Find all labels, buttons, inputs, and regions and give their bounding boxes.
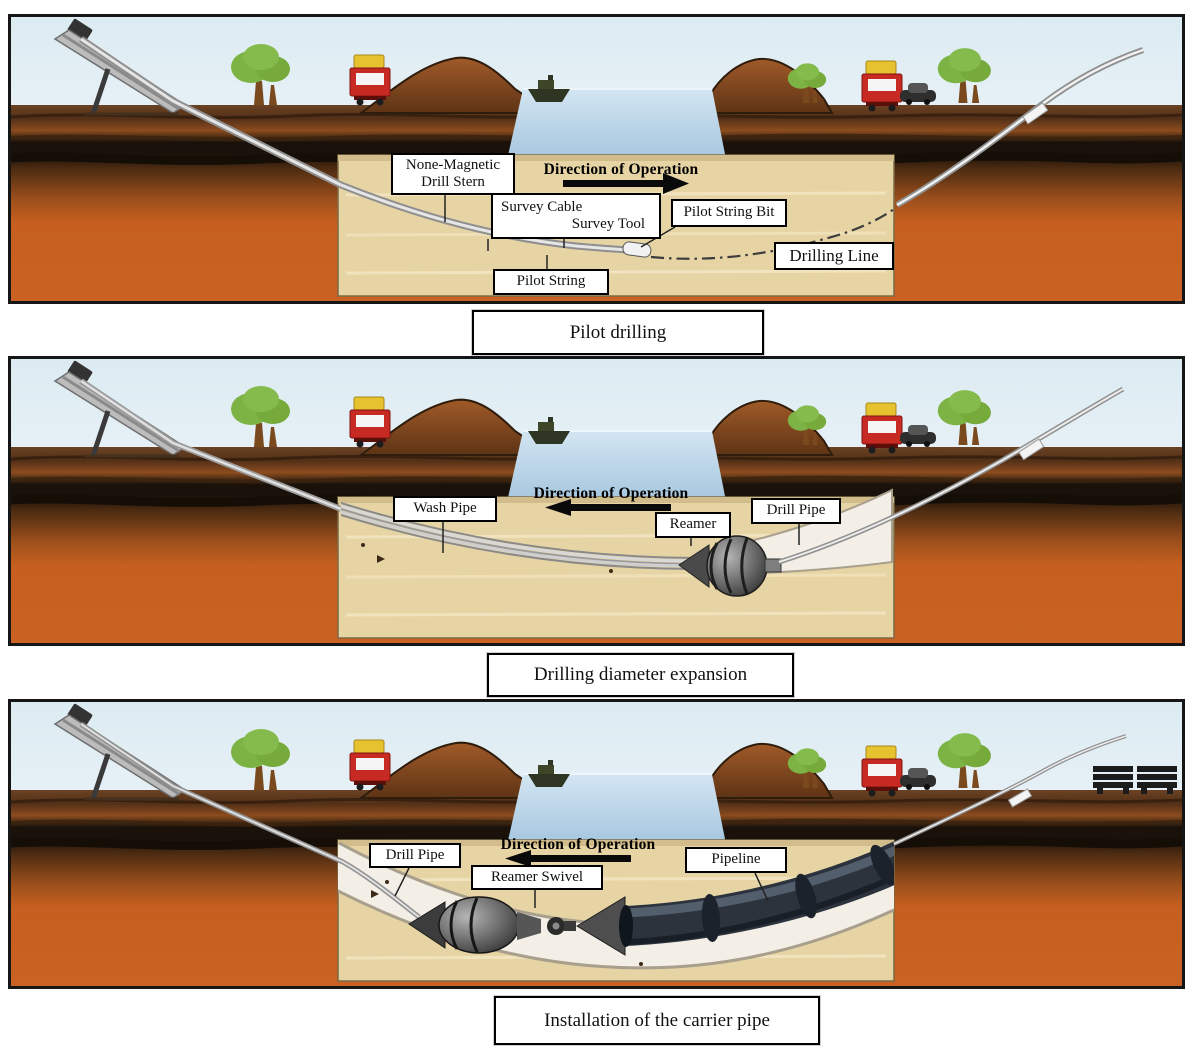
label-line: None-Magnetic [405, 156, 501, 173]
drill-string-surface [79, 378, 343, 512]
leader-lines [442, 522, 800, 553]
label-drilling-line: Drilling Line [774, 242, 894, 270]
river [505, 89, 728, 169]
label-drill-pipe: Drill Pipe [751, 498, 841, 524]
label-reamer-swivel: Reamer Swivel [471, 865, 603, 890]
truck [349, 54, 391, 106]
river [505, 431, 728, 511]
exit-drill-line [895, 47, 1144, 208]
panel-pilot-drilling: None-Magnetic Drill Stern Direction of O… [8, 14, 1185, 304]
caption-diameter-expansion: Drilling diameter expansion [487, 653, 794, 697]
label-reamer: Reamer [655, 512, 731, 538]
drill-pipe-line [893, 734, 1127, 846]
wash-pipe [340, 502, 700, 570]
label-line: Drill Stern [421, 174, 485, 190]
direction-of-operation-label: Direction of Operation [533, 485, 689, 502]
river-bank-right [709, 399, 834, 456]
reamer [678, 535, 782, 597]
reamer-swivel-assembly [408, 896, 626, 956]
cuttings-debris [371, 880, 643, 966]
drill-pipe-line [778, 386, 1125, 565]
truck [349, 739, 391, 791]
label-drill-pipe: Drill Pipe [369, 843, 461, 868]
label-line: Survey Tool [571, 216, 645, 232]
drill-string-surface [79, 721, 421, 919]
label-pipeline: Pipeline [685, 847, 787, 873]
label-pilot-string-bit: Pilot String Bit [671, 199, 787, 227]
label-survey-cable-tool: Survey Cable Survey Tool [491, 193, 661, 239]
cuttings-debris [361, 543, 613, 573]
panel-carrier-pipe-installation: Direction of Operation Drill Pipe Reamer… [8, 699, 1185, 989]
river-bank-right [709, 742, 834, 799]
scene-pilot-drilling [11, 17, 1182, 301]
direction-arrow-left [545, 499, 671, 516]
truck [349, 396, 391, 448]
caption-carrier-pipe-installation: Installation of the carrier pipe [494, 996, 820, 1045]
scene-carrier-pipe [11, 702, 1182, 986]
river [505, 774, 728, 854]
panel-diameter-expansion: Direction of Operation Wash Pipe Reamer … [8, 356, 1185, 646]
leader-lines [394, 867, 769, 908]
label-line: Survey Cable [501, 198, 583, 215]
pilot-drill-string [79, 36, 652, 258]
direction-arrow-right [563, 173, 689, 194]
planned-drilling-line [650, 206, 898, 260]
label-none-magnetic-drill-stem: None-Magnetic Drill Stern [391, 153, 515, 195]
direction-of-operation-label: Direction of Operation [543, 161, 699, 178]
label-pilot-string: Pilot String [493, 269, 609, 295]
caption-pilot-drilling: Pilot drilling [472, 310, 764, 355]
scene-diameter-expansion [11, 359, 1182, 643]
truck [861, 60, 903, 112]
direction-of-operation-label: Direction of Operation [500, 836, 656, 853]
river-bank-right [709, 57, 834, 114]
pipeline-pipe [619, 841, 894, 947]
truck [861, 745, 903, 797]
label-wash-pipe: Wash Pipe [393, 496, 497, 522]
direction-arrow-left [505, 850, 631, 867]
truck [861, 402, 903, 454]
